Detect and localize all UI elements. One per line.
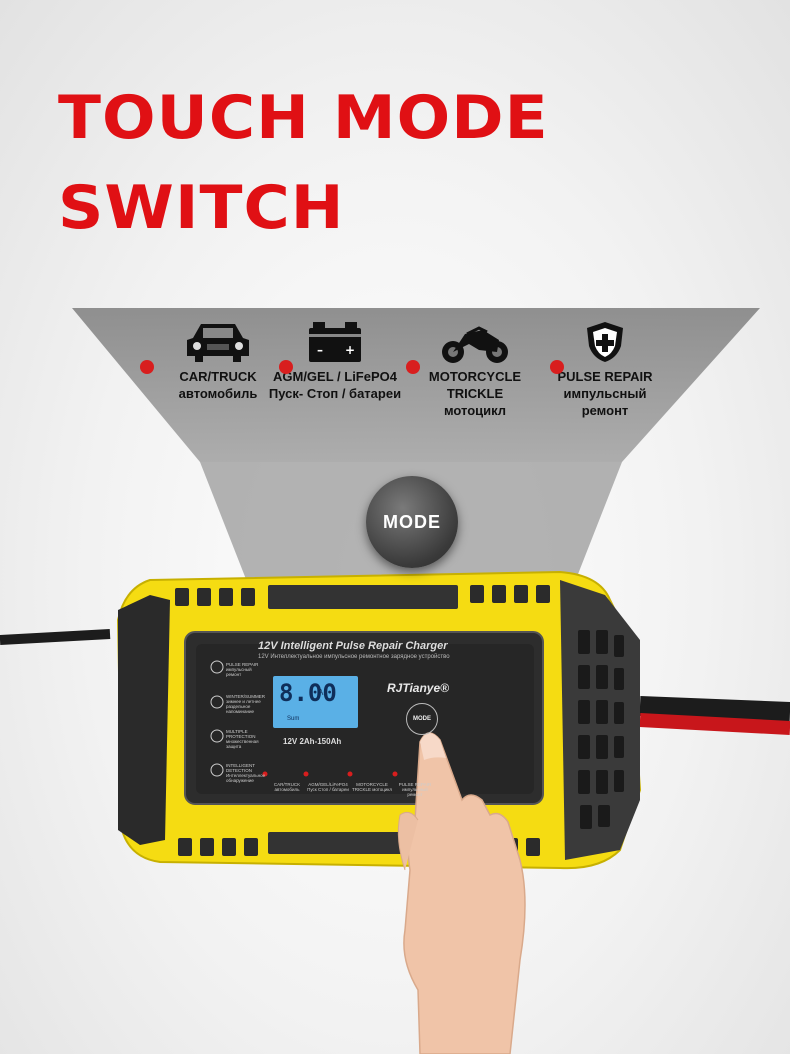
pulse-repair-icon bbox=[550, 308, 660, 364]
mode-dot bbox=[279, 360, 293, 374]
panel-mode-pulse: PULSE REPAIR импульсный ремонт bbox=[398, 782, 432, 797]
motorcycle-icon bbox=[420, 308, 530, 364]
battery-icon: –+ bbox=[265, 308, 405, 364]
mode-label: AGM/GEL / LiFePO4 bbox=[272, 369, 397, 384]
mode-label: Пуск- Стоп / батареи bbox=[268, 386, 402, 401]
mode-label: PULSE REPAIR bbox=[557, 369, 653, 384]
mode-agm-gel: –+ AGM/GEL / LiFePO4 Пуск- Стоп / батаре… bbox=[265, 308, 405, 402]
lcd-unit: A bbox=[318, 688, 324, 697]
headline-line-1: TOUCH MODE bbox=[58, 83, 549, 153]
mode-list: CAR/TRUCK автомобиль –+ AGM/GEL / LiFePO… bbox=[80, 308, 730, 458]
headline-line-2: SWITCH bbox=[58, 173, 345, 243]
mode-button-callout[interactable]: MODE bbox=[366, 476, 458, 568]
panel-mode-car: CAR/TRUCK автомобиль bbox=[273, 782, 301, 792]
mode-label: MOTORCYCLE bbox=[428, 369, 522, 384]
mode-dot bbox=[406, 360, 420, 374]
side-feature-protection: MULTIPLE PROTECTION множественная защита bbox=[226, 729, 259, 749]
device-mode-button[interactable]: MODE bbox=[406, 703, 438, 735]
spec-label: 12V 2Ah-150Ah bbox=[283, 737, 342, 746]
mode-dot bbox=[550, 360, 564, 374]
mode-pulse-repair: PULSE REPAIR импульсный ремонт bbox=[550, 308, 660, 419]
mode-dot bbox=[140, 360, 154, 374]
device-title: 12V Intelligent Pulse Repair Charger bbox=[258, 640, 448, 652]
side-feature-winter: WINTER/SUMMER зимнее и летнее раздельное… bbox=[226, 694, 265, 714]
side-feature-pulse: PULSE REPAIR импульсный ремонт bbox=[226, 662, 259, 677]
mode-label: TRICKLE bbox=[446, 386, 504, 401]
mode-motorcycle: MOTORCYCLE TRICKLE мотоцикл bbox=[406, 308, 530, 419]
mode-label: CAR/TRUCK bbox=[179, 369, 257, 384]
mode-label: импульсный bbox=[563, 386, 647, 401]
svg-text:–: – bbox=[317, 343, 323, 357]
mode-car-truck: CAR/TRUCK автомобиль bbox=[140, 308, 278, 402]
mode-label: ремонт bbox=[581, 403, 629, 418]
panel-mode-moto: MOTORCYCLE TRICKLE мотоцикл bbox=[352, 782, 393, 792]
lcd-value: 8.00 bbox=[279, 679, 337, 707]
brand-logo: RJTianye® bbox=[387, 681, 449, 695]
lcd-display: 8.00 A Sum bbox=[273, 676, 358, 728]
mode-label: мотоцикл bbox=[443, 403, 507, 418]
mode-label: автомобиль bbox=[178, 386, 258, 401]
lcd-label: Sum bbox=[287, 716, 300, 722]
car-icon bbox=[158, 308, 278, 364]
panel-mode-agm: AGM/GEL/LiFePO4 Пуск Стоп / батареи bbox=[307, 782, 349, 792]
device-subtitle: 12V Интеллектуальное импульсное ремонтно… bbox=[258, 654, 450, 660]
side-feature-detection: INTELLIGENT DETECTION Интеллектуальное о… bbox=[226, 763, 266, 783]
svg-text:+: + bbox=[345, 343, 355, 357]
